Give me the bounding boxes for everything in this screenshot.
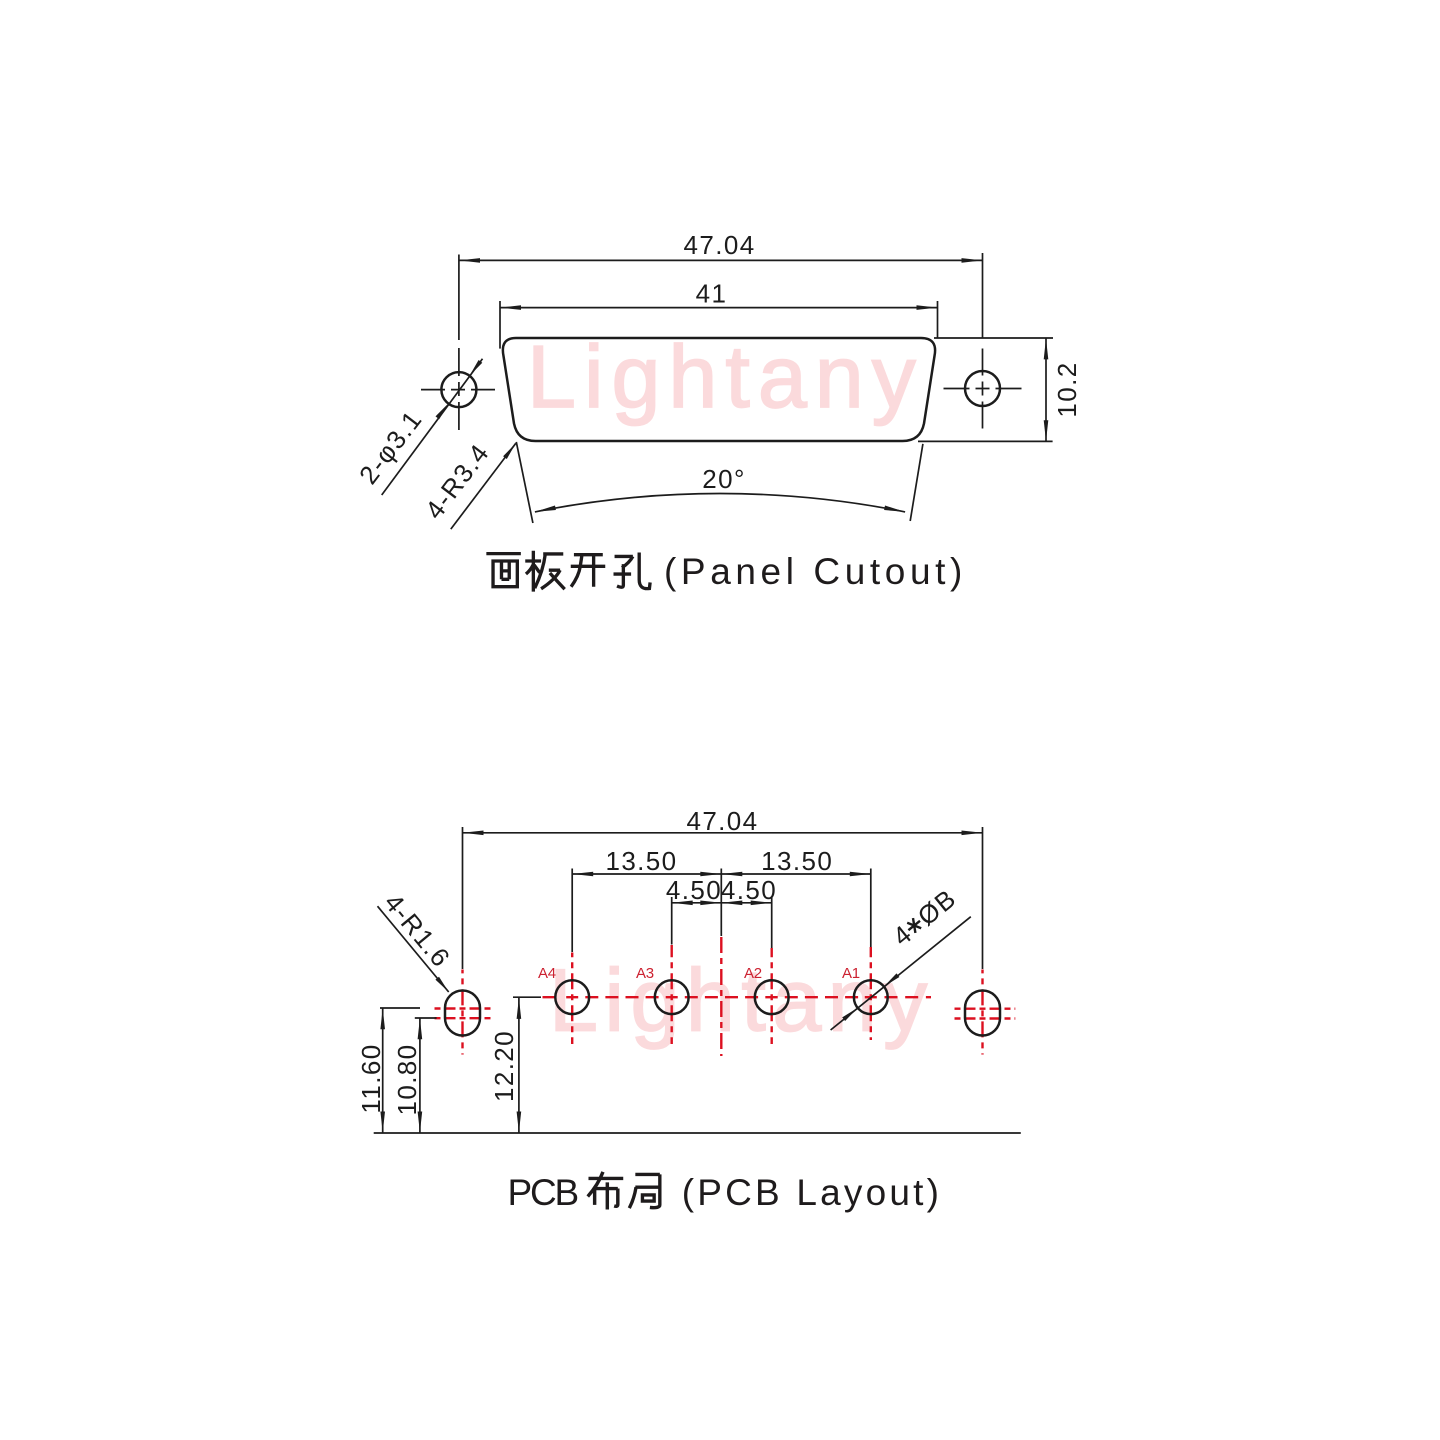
svg-text:41: 41 bbox=[696, 279, 728, 309]
svg-text:12.20: 12.20 bbox=[489, 1030, 519, 1102]
svg-text:10.80: 10.80 bbox=[392, 1043, 422, 1115]
svg-text:13.50: 13.50 bbox=[605, 846, 677, 876]
svg-text:10.2: 10.2 bbox=[1052, 361, 1082, 417]
svg-text:Lightany: Lightany bbox=[549, 951, 934, 1050]
svg-text:47.04: 47.04 bbox=[686, 806, 758, 836]
svg-text:Lightany: Lightany bbox=[527, 327, 924, 426]
svg-text:A3: A3 bbox=[636, 965, 654, 982]
svg-text:13.50: 13.50 bbox=[761, 846, 833, 876]
svg-text:A4: A4 bbox=[538, 965, 556, 982]
svg-text:A2: A2 bbox=[744, 965, 762, 982]
svg-text:(Panel Cutout): (Panel Cutout) bbox=[664, 551, 967, 592]
svg-text:A1: A1 bbox=[842, 965, 860, 982]
svg-text:47.04: 47.04 bbox=[684, 230, 756, 260]
svg-text:4.50: 4.50 bbox=[721, 875, 777, 905]
svg-text:11.60: 11.60 bbox=[356, 1043, 386, 1113]
svg-text:4.50: 4.50 bbox=[666, 875, 722, 905]
svg-text:4-R1.6: 4-R1.6 bbox=[378, 888, 456, 974]
svg-text:PCB: PCB bbox=[508, 1172, 578, 1213]
svg-text:ØB: ØB bbox=[912, 883, 962, 932]
svg-text:(PCB Layout): (PCB Layout) bbox=[682, 1172, 943, 1213]
svg-text:4-R3.4: 4-R3.4 bbox=[419, 438, 495, 525]
svg-text:20°: 20° bbox=[702, 464, 746, 494]
